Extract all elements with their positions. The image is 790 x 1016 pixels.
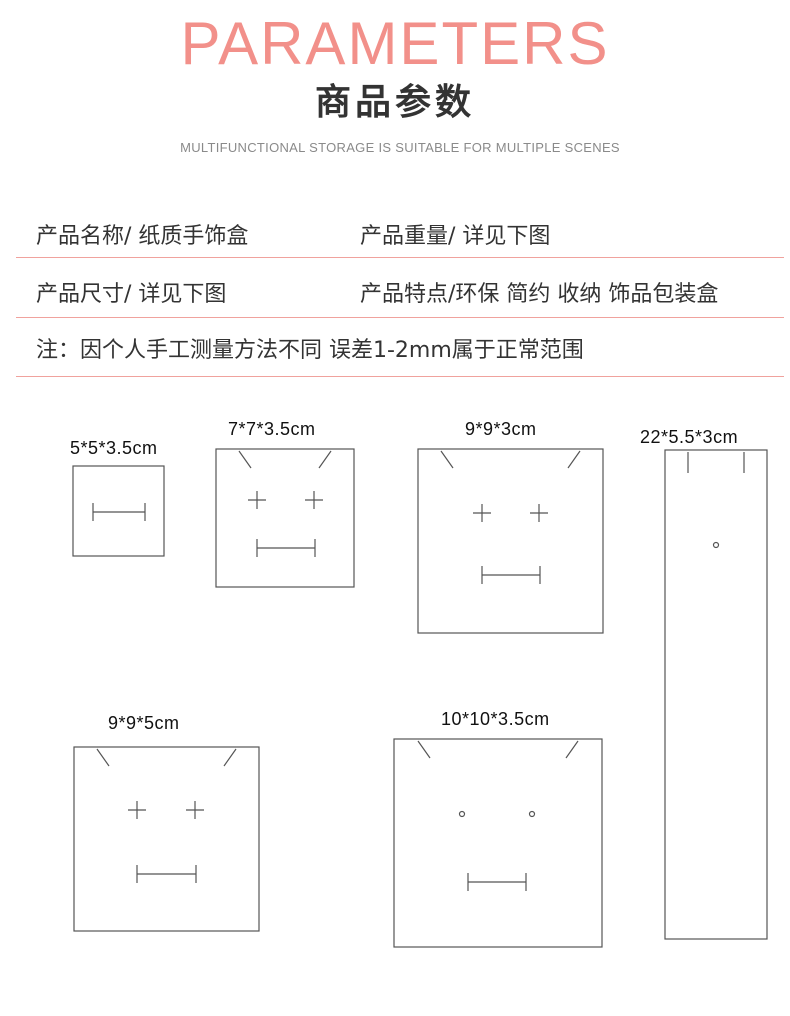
card-size-label: 5*5*3.5cm [70,438,158,458]
divider [16,317,784,318]
display-card-7x7 [215,448,355,588]
param-note: 注：因个人手工测量方法不同 误差1-2mm属于正常范围 [36,338,584,363]
divider [16,257,784,258]
param-product-name: 产品名称/ 纸质手饰盒 [36,224,249,249]
tagline: MULTIFUNCTIONAL STORAGE IS SUITABLE FOR … [180,140,620,155]
display-card-22x5.5 [664,449,768,940]
display-card-9x9-5 [73,746,260,932]
display-card-9x9-3 [417,448,604,634]
display-card-10x10 [393,738,603,948]
page-title-en: PARAMETERS [180,10,610,77]
card-size-label: 7*7*3.5cm [228,419,316,439]
divider [16,376,784,377]
param-product-weight: 产品重量/ 详见下图 [360,224,551,249]
param-product-size: 产品尺寸/ 详见下图 [36,282,227,307]
card-size-label: 22*5.5*3cm [640,427,739,447]
page-title-cn: 商品参数 [314,82,475,123]
display-card-5x5 [72,465,165,557]
card-size-label: 9*9*3cm [465,419,537,439]
card-size-label: 10*10*3.5cm [441,709,550,729]
card-size-label: 9*9*5cm [108,713,180,733]
param-product-features: 产品特点/环保 简约 收纳 饰品包装盒 [360,282,719,307]
